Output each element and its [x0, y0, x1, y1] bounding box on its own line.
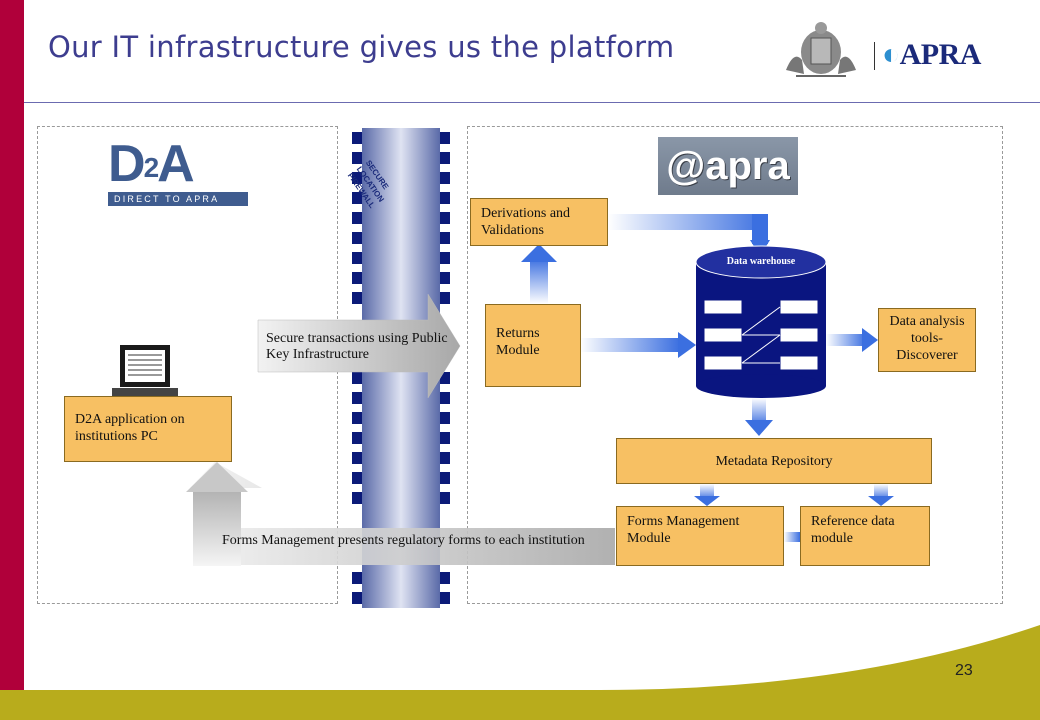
returns-to-warehouse-arrow: [580, 332, 696, 358]
warehouse-to-analysis-arrow: [826, 328, 878, 352]
reference-to-forms-arrow: [784, 532, 800, 542]
slide-title: Our IT infrastructure gives us the platf…: [48, 30, 675, 64]
derivations-box: Derivations and Validations: [470, 198, 608, 246]
left-accent-bar: [0, 0, 24, 720]
header-rule: [24, 102, 1040, 103]
at-apra-logo: @apra: [658, 137, 798, 195]
d2a-logo: D2A DIRECT TO APRA: [108, 138, 248, 206]
forms-management-box: Forms Management Module: [616, 506, 784, 566]
metadata-repository-box: Metadata Repository: [616, 438, 932, 484]
returns-module-box: Returns Module: [485, 304, 581, 387]
apra-o-icon: ◐: [882, 38, 900, 71]
metadata-to-forms-arrow: [694, 484, 720, 506]
warehouse-to-metadata-arrow: [745, 398, 773, 436]
secure-transactions-label: Secure transactions using Public Key Inf…: [266, 331, 448, 362]
coat-of-arms-icon: [786, 22, 856, 77]
data-warehouse-cylinder: [695, 245, 827, 398]
returns-to-derivations-arrow: [521, 244, 557, 304]
computer-icon: [112, 345, 178, 396]
header-logos: ◐APRA: [776, 20, 1016, 80]
reference-data-box: Reference data module: [800, 506, 930, 566]
apra-logo: ◐APRA: [882, 38, 981, 71]
data-warehouse-label: Data warehouse: [726, 256, 796, 267]
footer-band: [0, 625, 1040, 720]
secure-transaction-arrow: [257, 293, 461, 399]
forms-presents-label: Forms Management presents regulatory for…: [222, 533, 585, 548]
d2a-application-box: D2A application on institutions PC: [64, 396, 232, 462]
data-analysis-box: Data analysis tools- Discoverer: [878, 308, 976, 372]
derivations-to-warehouse-arrow: [608, 214, 770, 256]
metadata-to-reference-arrow: [868, 484, 894, 506]
forms-return-arrow: [190, 462, 615, 565]
page-number: 23: [955, 662, 973, 679]
logo-divider: [874, 42, 875, 70]
